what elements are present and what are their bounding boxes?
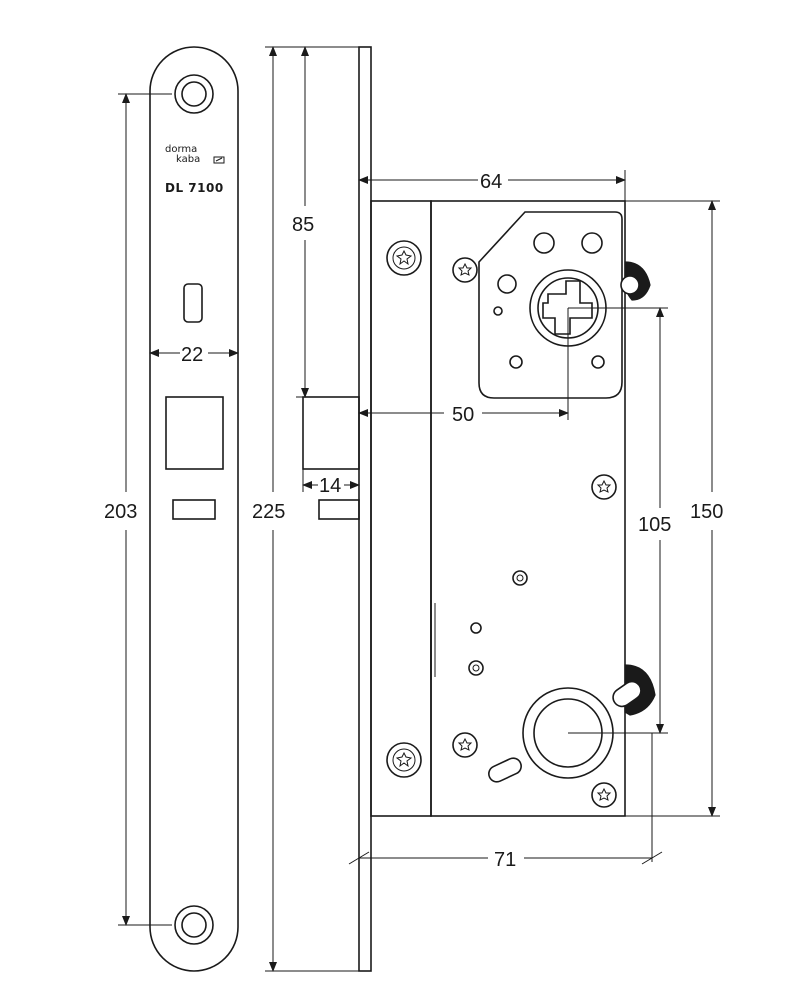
- faceplate-slot: [183, 283, 203, 323]
- rivet-2: [470, 622, 482, 634]
- dimension-cylinder-backset: 71: [348, 733, 663, 971]
- model-label: DL 7100: [165, 181, 224, 195]
- case-screw-bottom-right: [591, 782, 617, 808]
- rivet-1-center: [516, 574, 524, 582]
- faceplate-edge: [358, 46, 372, 972]
- dimension-latch-projection: 14: [302, 469, 360, 497]
- lower-hook-eye: [612, 680, 642, 708]
- spindle-square: [542, 280, 593, 335]
- follower-hole-3: [497, 274, 517, 294]
- forend-bottom-screw: [386, 742, 422, 778]
- dimension-71-label: 71: [494, 849, 516, 871]
- lock-case-forend: [370, 200, 432, 817]
- rivet-3-center: [472, 664, 480, 672]
- dimension-64-label: 64: [480, 171, 502, 193]
- follower-hole-4: [509, 355, 523, 369]
- faceplate-top-screw-hole: [174, 74, 214, 114]
- dimension-faceplate-length: 225: [252, 46, 360, 972]
- faceplate-top-screw-countersink: [181, 81, 207, 107]
- lock-case-body: [430, 200, 626, 817]
- dimension-14-label: 14: [319, 475, 341, 497]
- follower-hole-2: [581, 232, 603, 254]
- dimension-case-backset: 64: [358, 170, 626, 201]
- brand-logo-line1: dorma: [165, 144, 197, 155]
- deadlatch-window: [172, 499, 216, 520]
- dimension-85-label: 85: [292, 214, 314, 236]
- follower-hole-5: [591, 355, 605, 369]
- faceplate-front-view: dorma kaba DL 7100: [149, 46, 239, 972]
- rivet-3: [468, 660, 484, 676]
- latch-window: [165, 396, 224, 470]
- follower-pin: [493, 306, 503, 316]
- dimension-150-label: 150: [690, 501, 723, 523]
- brand-logo-line2: kaba: [176, 154, 200, 165]
- rivet-1: [512, 570, 528, 586]
- slotted-hole: [488, 757, 522, 783]
- deadlatch-bolt: [318, 499, 360, 520]
- case-screw-bottom-left: [452, 732, 478, 758]
- forend-top-screw: [386, 240, 422, 276]
- dimension-225-label: 225: [252, 501, 285, 523]
- case-screw-top: [452, 257, 478, 283]
- faceplate-bottom-screw-hole: [174, 905, 214, 945]
- latch-bolt: [302, 396, 360, 470]
- faceplate-outline: [149, 46, 239, 972]
- brand-logo-mark: [213, 156, 225, 164]
- dimension-case-height: 150: [625, 200, 723, 817]
- dimension-203-label: 203: [104, 501, 137, 523]
- upper-hook-eye: [620, 275, 640, 295]
- faceplate-bottom-screw-countersink: [181, 912, 207, 938]
- dimension-50-label: 50: [452, 404, 474, 426]
- dimension-spindle-to-cylinder: 105: [568, 307, 671, 734]
- follower-hole-1: [533, 232, 555, 254]
- case-screw-middle: [591, 474, 617, 500]
- dimension-spindle-backset: 50: [358, 308, 569, 426]
- dimension-105-label: 105: [638, 514, 671, 536]
- follower-plate: [478, 211, 623, 399]
- dimension-hole-spacing: 203: [104, 93, 172, 926]
- dimension-latch-height: 85: [292, 46, 356, 398]
- dimension-faceplate-width: 22: [149, 344, 239, 366]
- dimension-22-label: 22: [181, 344, 203, 366]
